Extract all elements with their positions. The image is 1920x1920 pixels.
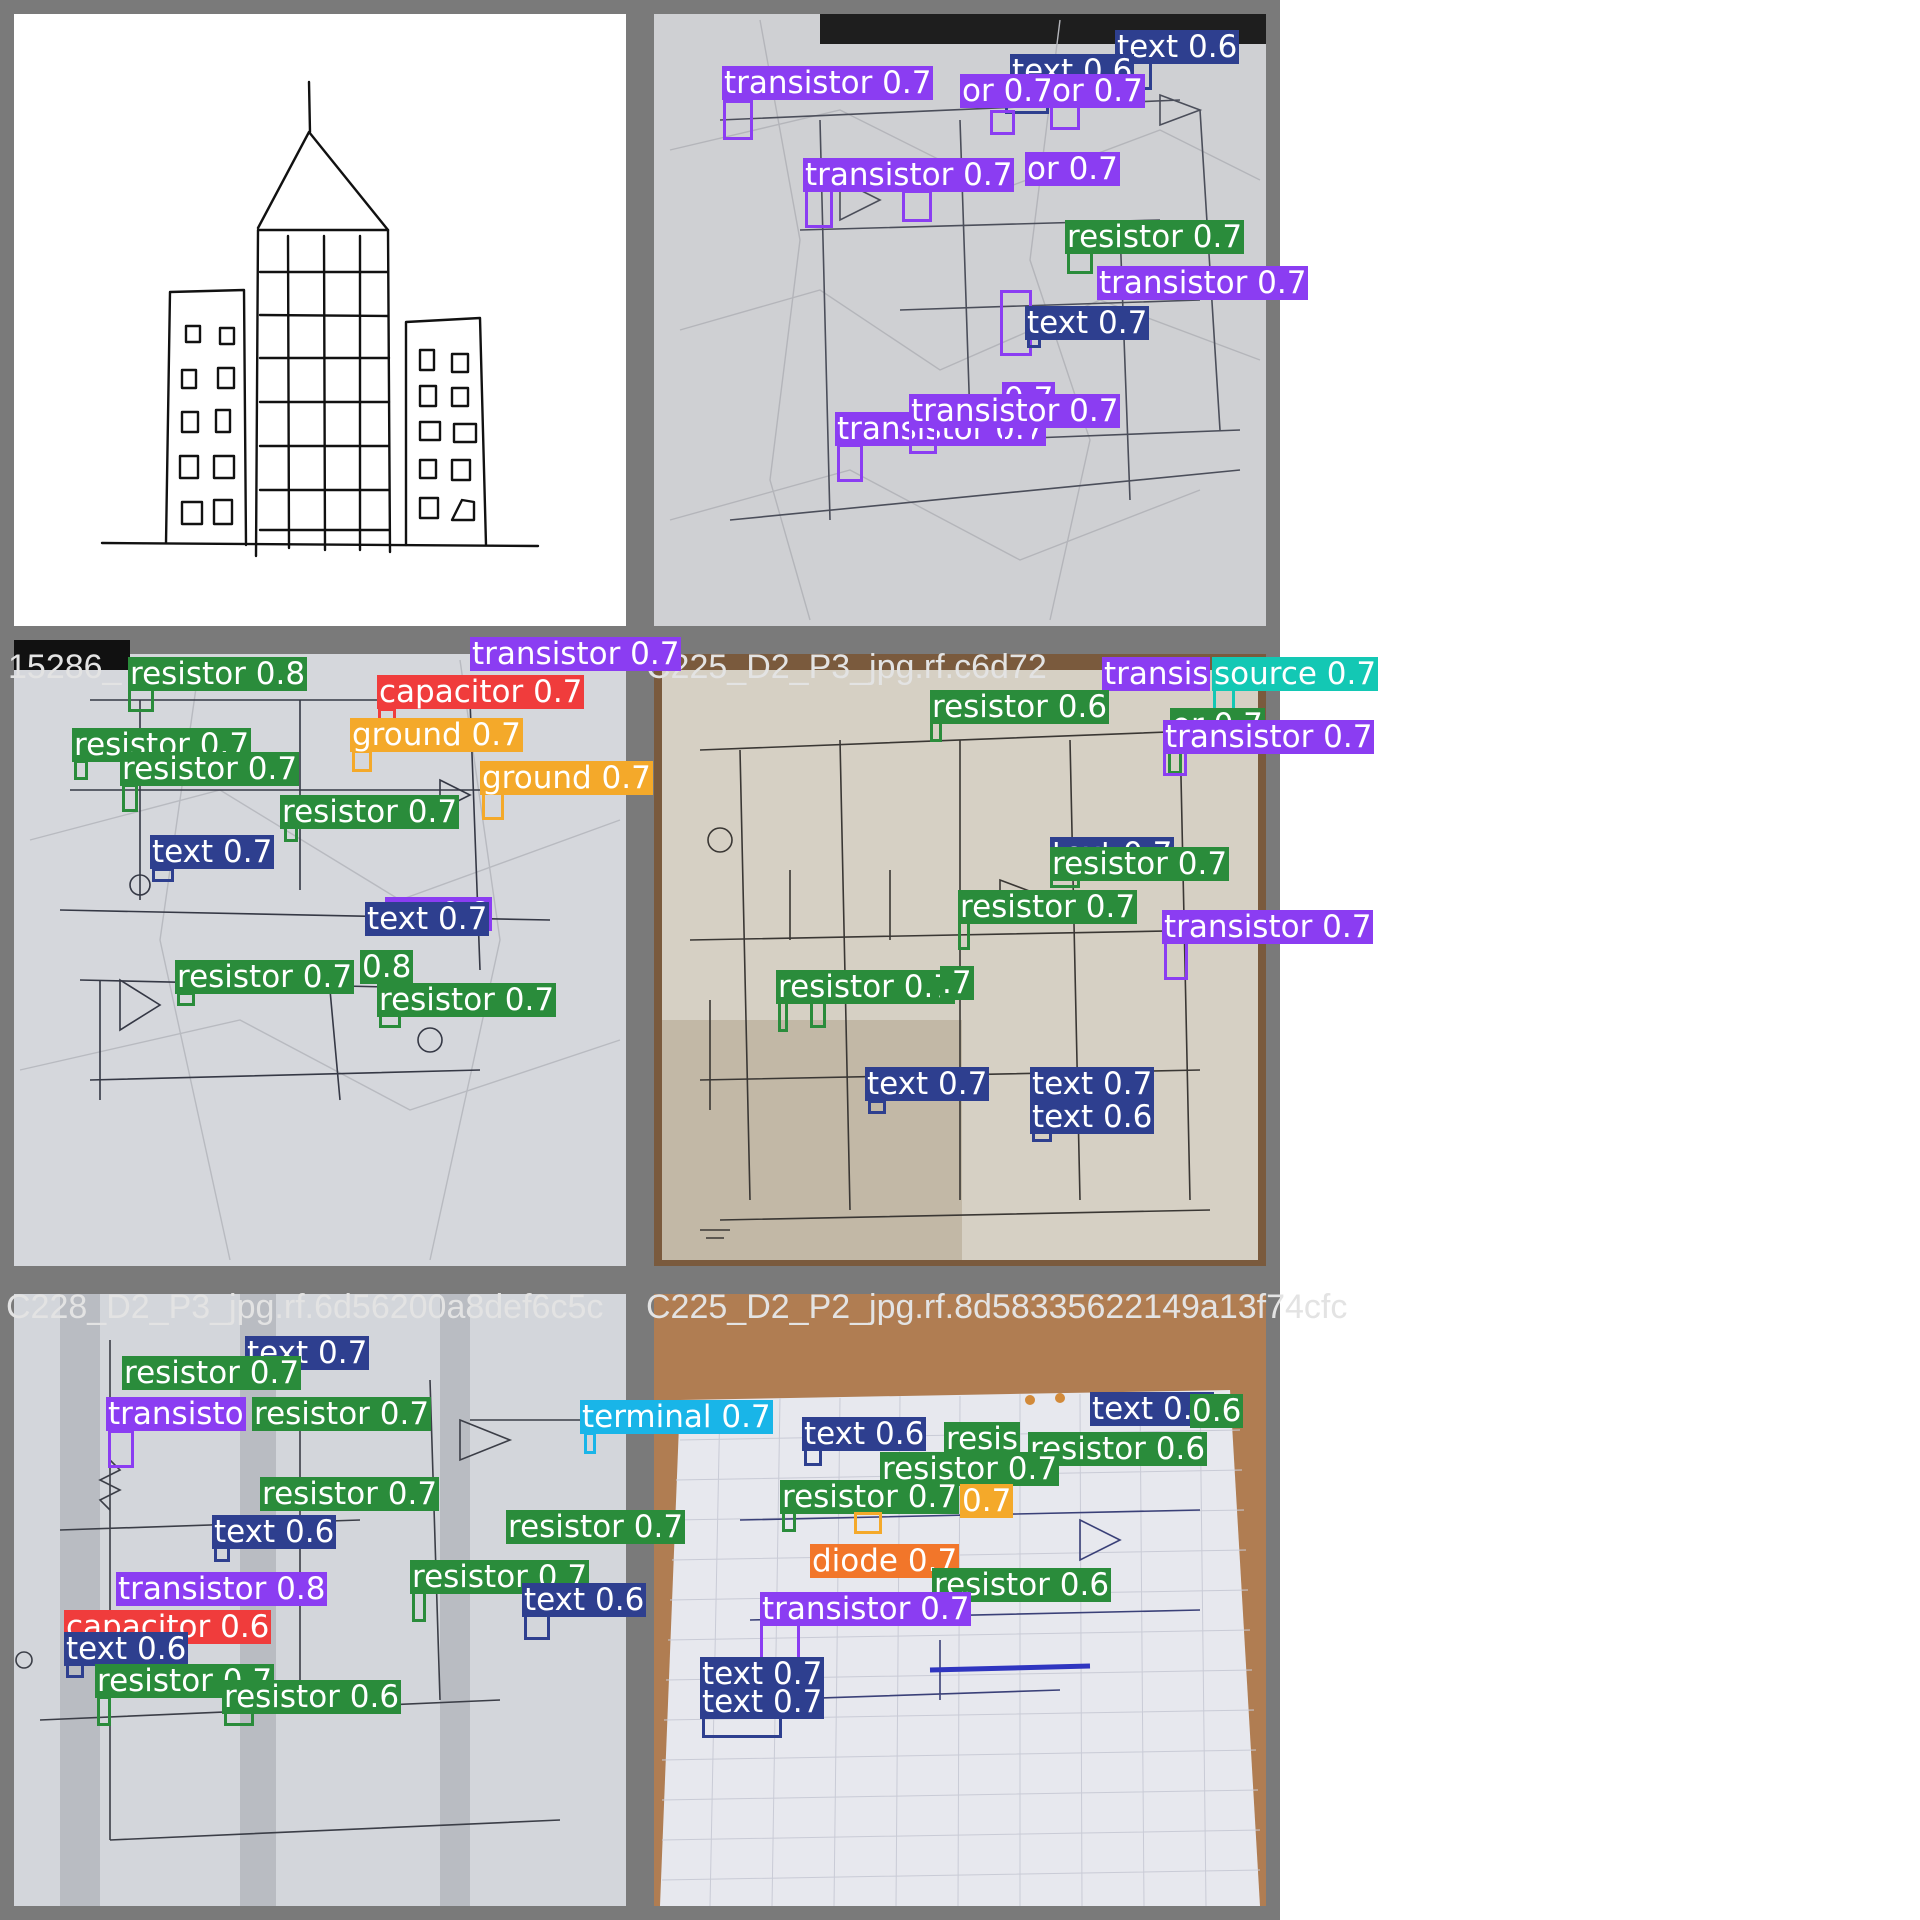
detection-label: or 0.7 xyxy=(1050,73,1145,109)
detection-label: resistor 0.7 xyxy=(280,794,460,830)
detection-label: or 0.7 xyxy=(1025,151,1120,187)
detection-label: text 0.7 xyxy=(365,901,490,937)
detection-label: resistor 0.7 xyxy=(260,1476,440,1512)
detection-label: resistor 0.7 xyxy=(780,1479,960,1515)
detection-label: resistor 0.7 xyxy=(120,751,300,787)
detection-label: 0.8 xyxy=(360,949,414,985)
detection-label: resistor 0.6 xyxy=(930,689,1110,725)
bounding-box xyxy=(584,1432,596,1454)
detection-label: transistor 0.7 xyxy=(722,65,934,101)
detection-label: text 0.6 xyxy=(802,1416,927,1452)
bounding-box xyxy=(902,190,932,222)
detection-label: text 0.7 xyxy=(700,1684,825,1720)
detection-label: resistor 0.7 xyxy=(175,959,355,995)
detection-label: transistor 0.7 xyxy=(909,393,1121,429)
detection-label: resistor 0.7 xyxy=(1050,846,1230,882)
detection-label: capacitor 0.7 xyxy=(377,674,585,710)
bounding-box xyxy=(482,792,504,820)
building-sketch-image xyxy=(14,14,626,626)
bounding-box xyxy=(1164,940,1188,980)
detection-label: text 0.7 xyxy=(1025,305,1150,341)
detection-label: transistor 0.7 xyxy=(1162,909,1374,945)
detection-label: text 0.6 xyxy=(1030,1099,1155,1135)
detection-label: text 0.6 xyxy=(212,1514,337,1550)
detection-label: text 0.6 xyxy=(64,1631,189,1667)
detection-label: text 0.6 xyxy=(1115,29,1240,65)
bounding-box xyxy=(352,750,372,772)
detection-label: resistor 0.7 xyxy=(1065,219,1245,255)
detection-label: resistor 0.6 xyxy=(1028,1431,1208,1467)
detection-label: transistor 0.8 xyxy=(116,1571,328,1607)
detection-label: text 0.7 xyxy=(865,1066,990,1102)
detection-label: or 0.7 xyxy=(960,73,1055,109)
tile-filename: C225_D2_P3_jpg.rf.c6d72 xyxy=(646,648,1047,686)
detection-label: transisto xyxy=(106,1396,246,1432)
circuit-photo-1 xyxy=(654,14,1266,626)
detection-label: transis xyxy=(1102,656,1211,692)
detection-label: 0.7 xyxy=(960,1483,1014,1519)
detection-label: text 0.7 xyxy=(1030,1066,1155,1102)
detection-label: ground 0.7 xyxy=(350,717,523,753)
tile-filename: 15286_ xyxy=(8,648,122,686)
detection-label: text 0.7 xyxy=(150,834,275,870)
bounding-box xyxy=(152,868,174,882)
detection-label: .7 xyxy=(940,965,974,1001)
detection-label: transistor 0.7 xyxy=(760,1591,972,1627)
detection-label: resistor 0.7 xyxy=(410,1559,590,1595)
detection-label: 0.6 xyxy=(1190,1393,1244,1429)
detection-label: text 0.6 xyxy=(522,1582,647,1618)
detection-label: resistor 0.7 xyxy=(506,1509,686,1545)
bounding-box xyxy=(122,784,138,812)
detection-label: text 0.7 xyxy=(245,1335,370,1371)
bounding-box xyxy=(805,188,833,228)
detection-label: source 0.7 xyxy=(1212,656,1379,692)
detection-label: transistor 0.7 xyxy=(803,157,1015,193)
bounding-box xyxy=(108,1430,134,1468)
bounding-box xyxy=(990,110,1015,135)
mosaic-tile-1 xyxy=(0,0,640,640)
detection-label: resistor 0.8 xyxy=(128,656,308,692)
detection-label: ground 0.7 xyxy=(480,760,653,796)
detection-label: resistor 0.6 xyxy=(222,1679,402,1715)
bounding-box xyxy=(723,100,753,140)
bounding-box xyxy=(74,760,88,780)
bounding-box xyxy=(810,998,826,1028)
circuit-photo-5 xyxy=(654,1294,1266,1907)
tile-filename: C225_D2_P2_jpg.rf.8d58335622149a13f74cfc xyxy=(646,1288,1348,1326)
detection-label: transistor 0.7 xyxy=(1163,719,1375,755)
mosaic-tile-2 xyxy=(640,0,1280,640)
detection-label: resistor 0.7 xyxy=(776,969,956,1005)
detection-label: resistor 0.7 xyxy=(377,982,557,1018)
bounding-box xyxy=(837,444,863,482)
detection-label: resistor 0.7 xyxy=(122,1355,302,1391)
bounding-box xyxy=(97,1696,111,1726)
bounding-box xyxy=(868,1100,886,1114)
tile-filename: C228_D2_P3_jpg.rf.6d56200a8def6c5c xyxy=(6,1288,604,1326)
bounding-box xyxy=(854,1512,882,1534)
detection-label: resistor 0.7 xyxy=(958,889,1138,925)
detection-label: resistor 0.7 xyxy=(252,1396,432,1432)
detection-label: terminal 0.7 xyxy=(580,1399,773,1435)
detection-label: transistor 0.7 xyxy=(470,636,682,672)
detection-label: transistor 0.7 xyxy=(1097,265,1309,301)
detection-label: resis xyxy=(944,1421,1021,1457)
